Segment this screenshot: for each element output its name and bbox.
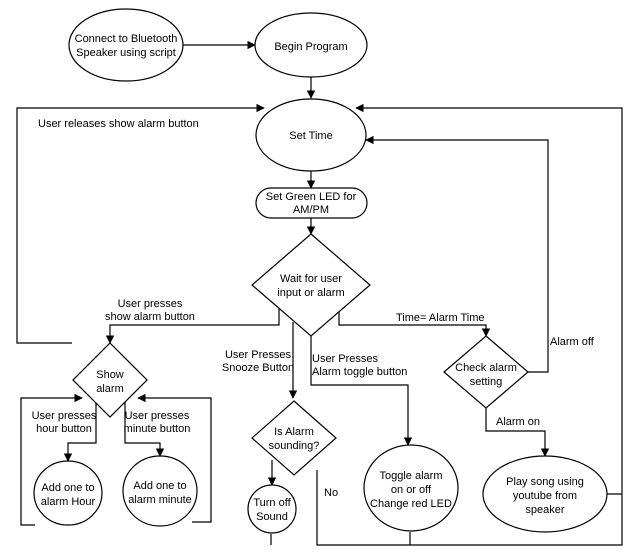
edges (16, 40, 623, 546)
node-addhour-line-2: alarm Hour (41, 496, 96, 508)
label-press-hour-1: User presses (32, 410, 97, 422)
node-toggle-line-3: Change red LED (370, 498, 452, 510)
node-begin-line-1: Begin Program (274, 41, 347, 53)
node-wait-decision: Wait for user input or alarm (251, 233, 371, 337)
node-turnoff-line-2: Sound (256, 511, 288, 523)
node-addhour-line-1: Add one to (41, 482, 94, 494)
node-connect-bluetooth: Connect to Bluetooth Speaker using scrip… (68, 8, 184, 82)
node-show-alarm-decision: Show alarm (72, 342, 148, 418)
edge-showalarm-to-settime (16, 103, 265, 344)
edge-addminute-loop (137, 393, 212, 523)
label-press-hour-2: hour button (36, 423, 92, 435)
label-press-show-1: User presses (118, 298, 183, 310)
edge-wait-to-toggle (310, 335, 413, 446)
node-greenled-line-2: AM/PM (293, 204, 329, 216)
node-is-sounding-decision: Is Alarm sounding? (251, 400, 337, 476)
node-settime-line-1: Set Time (289, 130, 332, 142)
edge-return-right (316, 103, 623, 546)
node-checkalarm-line-1: Check alarm (455, 362, 517, 374)
edge-checkalarm-to-settime (365, 135, 549, 373)
label-press-snooze-2: Snooze Button (222, 362, 294, 374)
label-no: No (324, 487, 338, 499)
edge-labels: User releases show alarm button User pre… (32, 118, 595, 499)
label-alarm-time: Time= Alarm Time (396, 312, 485, 324)
label-press-snooze-1: User Presses (225, 349, 292, 361)
node-turn-off-sound: Turn off Sound (247, 484, 297, 534)
nodes: Connect to Bluetooth Speaker using scrip… (33, 8, 608, 534)
node-addminute-line-1: Add one to (133, 480, 186, 492)
label-press-toggle-1: User Presses (312, 353, 379, 365)
node-toggle-line-1: Toggle alarm (380, 470, 443, 482)
node-set-time: Set Time (255, 98, 367, 172)
node-playsong-line-1: Play song using (506, 476, 584, 488)
node-wait-line-2: input or alarm (277, 287, 344, 299)
node-playsong-line-3: speaker (525, 504, 564, 516)
edge-wait-to-checkalarm (338, 309, 491, 337)
node-toggle-alarm: Toggle alarm on or off Change red LED (363, 444, 459, 532)
edge-showalarm-to-addhour (63, 398, 97, 462)
node-addminute-line-2: alarm minute (128, 494, 192, 506)
label-alarm-on: Alarm on (496, 416, 540, 428)
label-alarm-off: Alarm off (550, 336, 595, 348)
node-showalarm-line-1: Show (96, 369, 124, 381)
node-check-alarm-decision: Check alarm setting (443, 335, 529, 409)
label-press-minute-1: User presses (125, 410, 190, 422)
node-showalarm-line-2: alarm (96, 383, 124, 395)
edge-showalarm-to-addminute (124, 398, 165, 457)
label-press-toggle-2: Alarm toggle button (312, 366, 407, 378)
node-issounding-line-2: sounding? (269, 440, 320, 452)
edge-checkalarm-to-playsong (485, 408, 550, 457)
node-greenled-line-1: Set Green LED for (266, 191, 357, 203)
label-press-show-2: show alarm button (105, 311, 195, 323)
label-release-show: User releases show alarm button (38, 118, 199, 130)
label-press-minute-2: minute button (124, 423, 191, 435)
node-playsong-line-2: youtube from (513, 490, 577, 502)
node-connect-line-2: Speaker using script (76, 47, 176, 59)
node-connect-line-1: Connect to Bluetooth (75, 33, 178, 45)
edge-addhour-loop (20, 393, 83, 526)
node-wait-line-1: Wait for user (280, 273, 342, 285)
node-play-song: Play song using youtube from speaker (482, 455, 608, 533)
node-add-minute: Add one to alarm minute (122, 455, 198, 527)
edge-wait-to-showalarm (105, 309, 280, 344)
node-turnoff-line-1: Turn off (253, 497, 291, 509)
node-checkalarm-line-2: setting (470, 376, 502, 388)
node-begin-program: Begin Program (254, 12, 368, 78)
node-add-hour: Add one to alarm Hour (33, 460, 103, 526)
node-issounding-line-1: Is Alarm (274, 426, 314, 438)
node-green-led: Set Green LED for AM/PM (255, 187, 368, 219)
node-toggle-line-2: on or off (391, 484, 432, 496)
